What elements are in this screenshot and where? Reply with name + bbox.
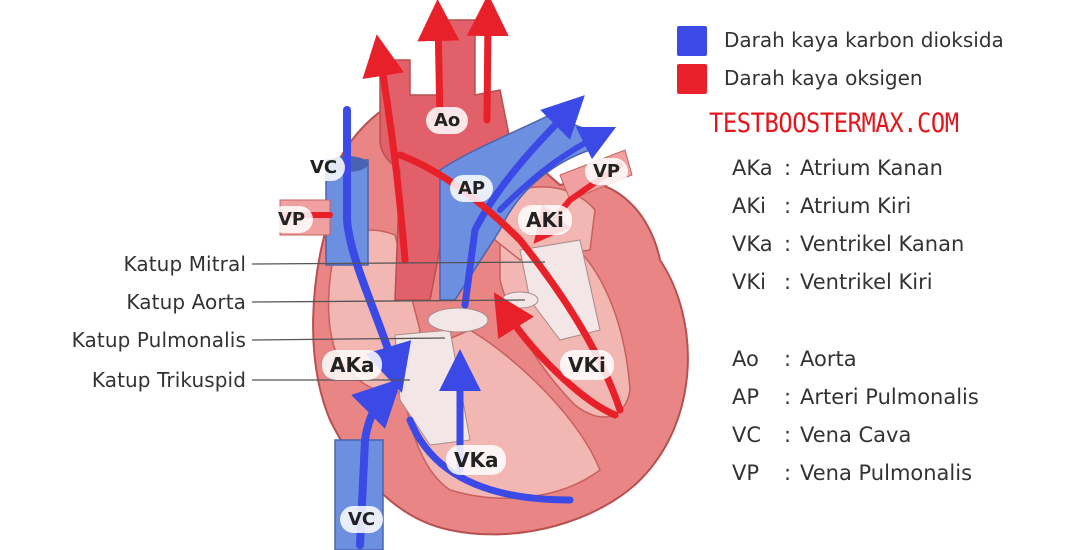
- label-katup-mitral: Katup Mitral: [123, 252, 246, 276]
- key-row-vka: VKa: Ventrikel Kanan: [732, 232, 964, 256]
- key-row-aki: AKi: Atrium Kiri: [732, 194, 911, 218]
- flow-oxy-aorta-1: [362, 34, 409, 264]
- key-name: Atrium Kanan: [800, 156, 943, 180]
- legend-label-co2: Darah kaya karbon dioksida: [724, 28, 1004, 52]
- tag-aki: AKi: [518, 205, 572, 235]
- key-abbr: AP: [732, 385, 760, 409]
- tag-vc-top: VC: [302, 154, 346, 181]
- leader-mitral: [251, 261, 546, 265]
- label-katup-pulmonalis: Katup Pulmonalis: [71, 328, 246, 352]
- key-name: Atrium Kiri: [800, 194, 912, 218]
- key-name: Arteri Pulmonalis: [800, 385, 979, 409]
- flow-co2-to-lungs: [461, 95, 585, 309]
- key-abbr: AKa: [732, 156, 773, 180]
- key-abbr: Ao: [732, 347, 759, 371]
- key-row-aka: AKa: Atrium Kanan: [732, 156, 943, 180]
- key-name: Ventrikel Kanan: [800, 232, 965, 256]
- tag-ap: AP: [450, 175, 494, 202]
- flow-co2-ventricle: [406, 416, 574, 504]
- key-abbr: VKa: [732, 232, 773, 256]
- key-abbr: AKi: [732, 194, 766, 218]
- key-row-vp: VP: Vena Pulmonalis: [732, 461, 972, 485]
- label-katup-trikuspid: Katup Trikuspid: [91, 368, 246, 392]
- flow-oxy-aorta-2: [417, 0, 460, 124]
- key-sep: :: [784, 156, 792, 180]
- key-sep: :: [784, 461, 792, 485]
- key-abbr: VKi: [732, 270, 766, 294]
- flow-oxy-return: [493, 292, 619, 419]
- legend-swatch-oxygen: [677, 64, 707, 94]
- flow-co2-down-vena-cava: [343, 106, 412, 393]
- legend-label-oxygen: Darah kaya oksigen: [724, 66, 923, 90]
- tag-vp-right: VP: [585, 158, 629, 185]
- key-name: Aorta: [800, 347, 857, 371]
- tag-vc-bottom: VC: [340, 506, 384, 533]
- key-name: Vena Cava: [800, 423, 912, 447]
- key-sep: :: [784, 385, 792, 409]
- key-row-ao: Ao: Aorta: [732, 347, 857, 371]
- tag-ao: Ao: [426, 107, 469, 134]
- key-row-vc: VC: Vena Cava: [732, 423, 911, 447]
- key-sep: :: [784, 194, 792, 218]
- legend-swatch-co2: [677, 26, 707, 56]
- flow-oxy-aorta-3: [466, 0, 509, 124]
- key-sep: :: [784, 423, 792, 447]
- key-name: Ventrikel Kiri: [800, 270, 933, 294]
- label-katup-aorta: Katup Aorta: [126, 290, 246, 314]
- watermark-text: TESTBOOSTERMAX.COM: [709, 108, 959, 139]
- key-row-vki: VKi: Ventrikel Kiri: [732, 270, 933, 294]
- key-abbr: VP: [732, 461, 760, 485]
- key-sep: :: [784, 232, 792, 256]
- tag-vp-left: VP: [270, 206, 314, 233]
- tag-vki: VKi: [560, 350, 614, 380]
- flow-co2-to-lungs-2: [497, 126, 617, 213]
- key-sep: :: [784, 270, 792, 294]
- pulmonary-valve: [427, 307, 489, 333]
- tag-aka: AKa: [322, 350, 383, 380]
- leader-aorta: [251, 299, 526, 303]
- flow-co2-up-vena-cava: [351, 378, 402, 549]
- key-abbr: VC: [732, 423, 762, 447]
- leader-pulmonalis: [251, 337, 446, 341]
- key-row-ap: AP: Arteri Pulmonalis: [732, 385, 979, 409]
- key-name: Vena Pulmonalis: [800, 461, 973, 485]
- tag-vka: VKa: [446, 445, 507, 475]
- key-sep: :: [784, 347, 792, 371]
